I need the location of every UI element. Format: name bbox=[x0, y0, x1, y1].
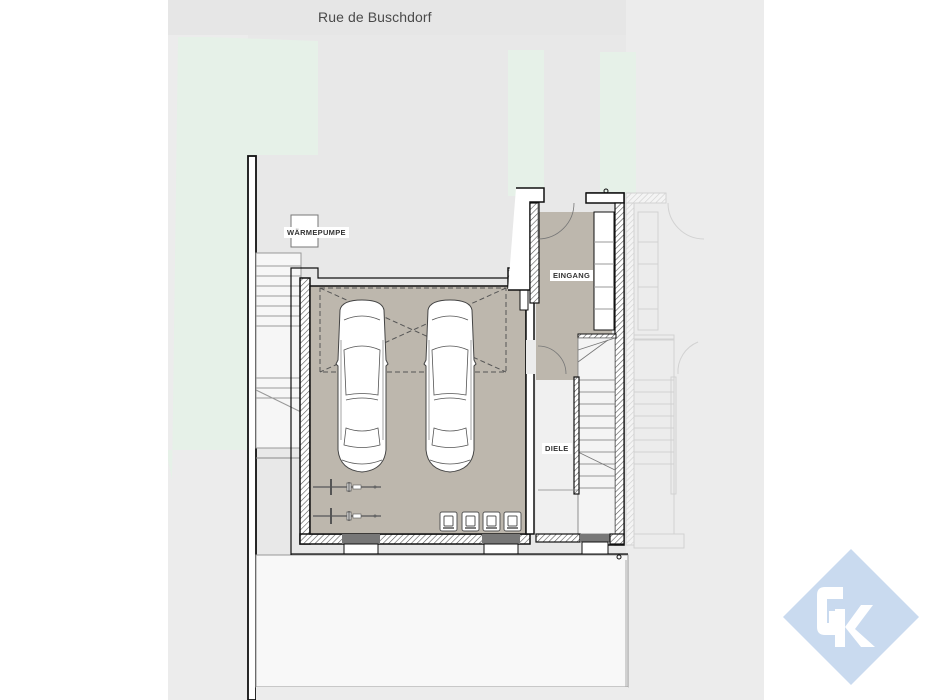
gk-logo-icon bbox=[783, 549, 919, 685]
room-label-eingang: EINGANG bbox=[550, 270, 594, 281]
street-name: Rue de Buschdorf bbox=[318, 9, 432, 25]
staircase bbox=[577, 337, 616, 535]
floor-plan-canvas: Rue de Buschdorf WÄRMEPUMPE EINGANG DIEL… bbox=[168, 0, 764, 700]
garden-middle bbox=[508, 50, 544, 196]
wardrobe bbox=[593, 211, 615, 331]
waste-bin-4 bbox=[503, 511, 522, 532]
waste-bin-3 bbox=[482, 511, 501, 532]
garden-right bbox=[600, 52, 636, 198]
external-stairs bbox=[255, 252, 302, 449]
room-label-waermepumpe: WÄRMEPUMPE bbox=[284, 227, 349, 238]
waste-bin-2 bbox=[461, 511, 480, 532]
car-right bbox=[423, 299, 477, 473]
garden-left bbox=[168, 37, 318, 480]
floor-plan-drawing bbox=[168, 0, 764, 700]
neighbour-house-ghost bbox=[625, 192, 705, 549]
car-left bbox=[335, 299, 389, 473]
driveway bbox=[255, 554, 629, 688]
room-label-diele: DIELE bbox=[542, 443, 572, 454]
waste-bin-1 bbox=[439, 511, 458, 532]
